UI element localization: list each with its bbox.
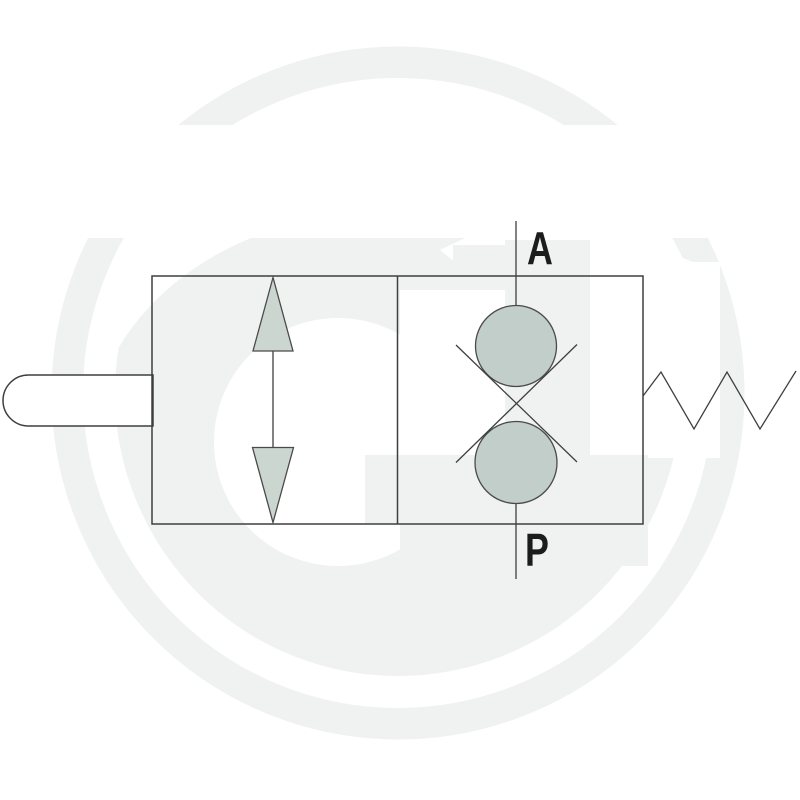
closed-cross-line-2 (455, 344, 578, 463)
port-label-p: P (525, 525, 549, 576)
poppet-circle-top (474, 304, 558, 388)
watermark-g-logo (51, 46, 745, 740)
return-spring-icon (642, 370, 797, 431)
valve-symbol: A P (2, 221, 797, 579)
poppet-circle-bottom (474, 420, 558, 505)
port-label-a: A (527, 223, 553, 274)
watermark-g-terminal (453, 245, 532, 290)
watermark-g-bar (365, 455, 648, 566)
arrow-head-down (251, 446, 295, 525)
arrow-head-up (252, 275, 294, 352)
watermark-right-clearance (588, 262, 720, 458)
lever-handle (2, 374, 154, 427)
watermark-top-cut (55, 125, 725, 238)
